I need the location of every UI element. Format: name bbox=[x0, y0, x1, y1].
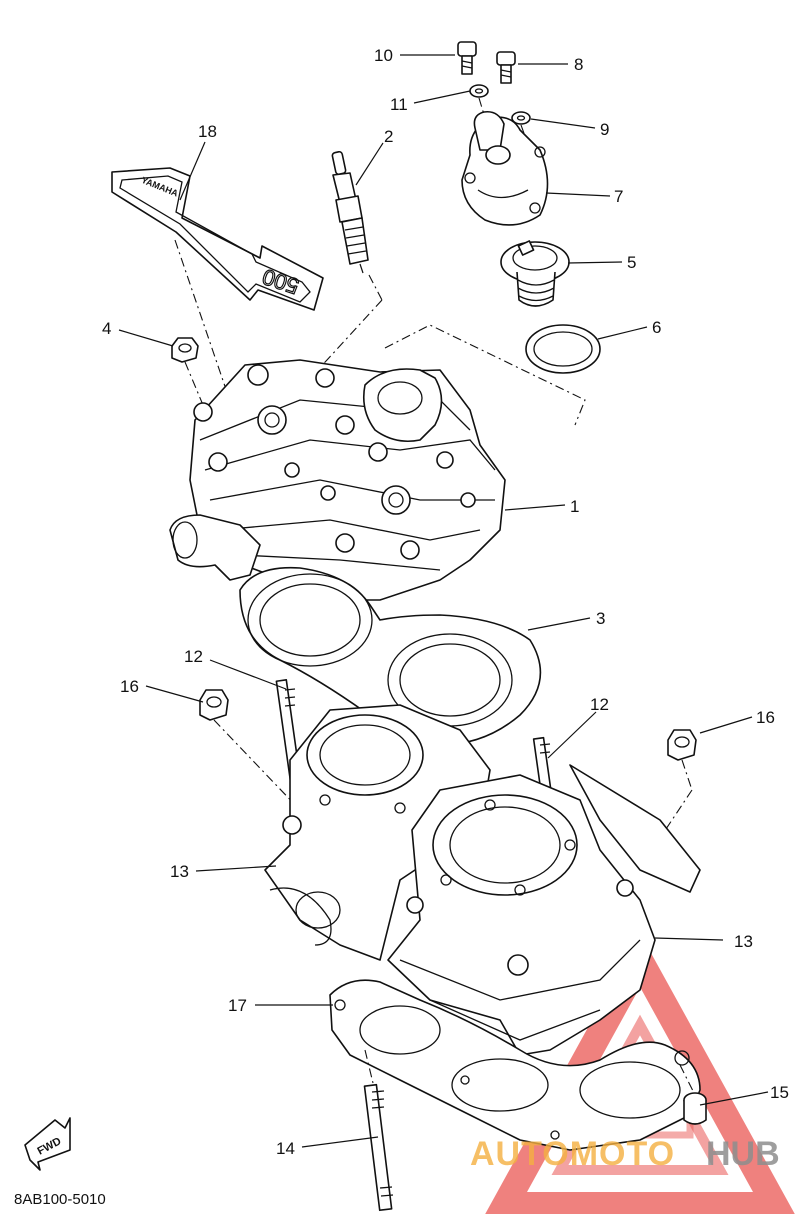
spark-plug-2 bbox=[331, 150, 369, 274]
callout-12b: 12 bbox=[590, 695, 609, 714]
dowel-pin-15 bbox=[683, 1092, 707, 1125]
thermostat-cover-7 bbox=[461, 110, 549, 226]
callout-18: 18 bbox=[198, 122, 217, 141]
head-gasket-3 bbox=[239, 566, 542, 746]
callout-17: 17 bbox=[228, 996, 247, 1015]
callout-labels: 1 2 3 4 5 6 7 8 9 10 11 12 12 13 13 14 1… bbox=[102, 46, 789, 1158]
callout-9: 9 bbox=[600, 120, 609, 139]
callout-7: 7 bbox=[614, 187, 623, 206]
callout-10: 10 bbox=[374, 46, 393, 65]
fwd-arrow-icon: FWD bbox=[24, 1117, 71, 1171]
callout-14: 14 bbox=[276, 1139, 295, 1158]
bolt-8 bbox=[496, 51, 516, 84]
callout-15: 15 bbox=[770, 1083, 789, 1102]
callout-2: 2 bbox=[384, 127, 393, 146]
callout-13a: 13 bbox=[170, 862, 189, 881]
callout-6: 6 bbox=[652, 318, 661, 337]
cylinder-13-right bbox=[387, 764, 701, 1056]
cylinder-13-left bbox=[264, 704, 491, 961]
callout-13b: 13 bbox=[734, 932, 753, 951]
nut-16-left bbox=[199, 689, 229, 721]
callout-16a: 16 bbox=[120, 677, 139, 696]
bolt-10 bbox=[457, 41, 477, 75]
base-gasket-17 bbox=[329, 979, 701, 1151]
leader-lines bbox=[118, 54, 769, 1148]
stud-bolt-14 bbox=[363, 1083, 394, 1212]
callout-16b: 16 bbox=[756, 708, 775, 727]
thermostat-5 bbox=[500, 240, 570, 307]
callout-5: 5 bbox=[627, 253, 636, 272]
washer-9 bbox=[511, 111, 531, 125]
callout-4: 4 bbox=[102, 319, 111, 338]
watermark-part1: AUTOMOTO bbox=[470, 1135, 675, 1173]
callout-3: 3 bbox=[596, 609, 605, 628]
diagram-code: 8AB100-5010 bbox=[14, 1191, 106, 1208]
callout-1: 1 bbox=[570, 497, 579, 516]
decal-18: YAMAHA 500 bbox=[111, 167, 324, 311]
nut-4 bbox=[171, 337, 199, 363]
o-ring-6 bbox=[525, 324, 601, 374]
callout-12a: 12 bbox=[184, 647, 203, 666]
nut-16-right bbox=[667, 729, 697, 761]
washer-11 bbox=[469, 84, 489, 98]
watermark-part2: HUB bbox=[706, 1135, 780, 1173]
callout-8: 8 bbox=[574, 55, 583, 74]
callout-11: 11 bbox=[390, 95, 408, 114]
cylinder-head-1 bbox=[169, 359, 506, 601]
watermark-text: AUTOMOTO HUB bbox=[470, 1135, 780, 1173]
